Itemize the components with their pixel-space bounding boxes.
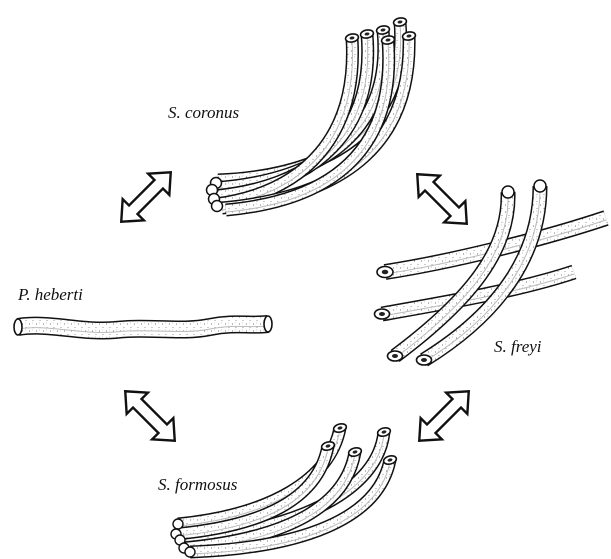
label-p-heberti: P. heberti — [18, 286, 83, 303]
tube-end-cap — [14, 319, 22, 335]
heberti-tube — [14, 316, 272, 335]
tube-closed-end — [502, 186, 514, 198]
double-arrow-icon-heberti-formosus — [115, 381, 186, 452]
freyi-tube-bundle — [375, 180, 607, 365]
tube-closed-end — [185, 547, 195, 557]
tube-closed-end — [534, 180, 546, 192]
tube-closed-end — [212, 201, 223, 212]
tube-end-cap — [264, 316, 272, 332]
double-arrow-icon-coronus-heberti — [111, 162, 182, 233]
label-s-formosus: S. formosus — [158, 476, 237, 493]
label-s-coronus: S. coronus — [168, 104, 239, 121]
tube-opening — [379, 312, 385, 316]
double-arrow-icon-freyi-formosus — [409, 381, 480, 452]
tube-opening — [382, 270, 389, 275]
tube-closed-end — [173, 519, 183, 529]
heberti-tube — [18, 324, 268, 333]
double-arrow-icon-coronus-freyi — [407, 164, 478, 235]
tube-opening — [392, 354, 398, 358]
tube-opening — [421, 358, 427, 362]
label-s-freyi: S. freyi — [494, 338, 542, 355]
